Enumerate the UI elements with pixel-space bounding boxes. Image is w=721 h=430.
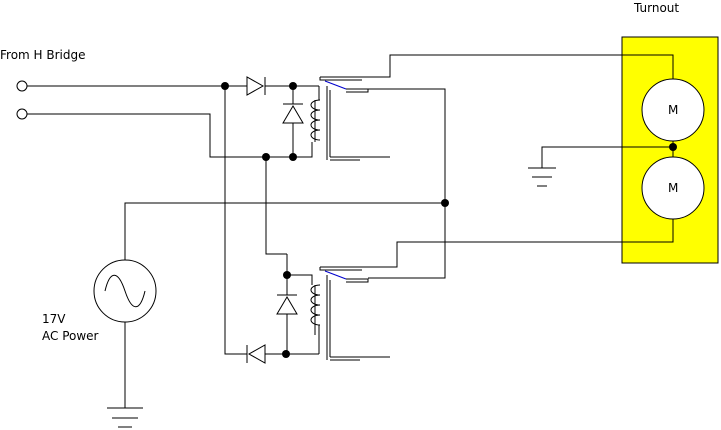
input-terminal-2: [16, 108, 28, 120]
motor-top: M: [641, 78, 705, 142]
relay-1: [246, 76, 390, 161]
motor-bottom: M: [641, 156, 705, 220]
power-label-line2: AC Power: [42, 329, 99, 343]
motor-top-label: M: [668, 103, 678, 117]
ac-power-source: [93, 259, 157, 323]
ground-symbol-power: [107, 407, 143, 428]
input-terminal-1: [16, 80, 28, 92]
input-label: From H Bridge: [0, 48, 86, 62]
turnout-box: [621, 36, 719, 264]
relay-2: [246, 254, 390, 364]
motor-bottom-label: M: [668, 181, 678, 195]
power-label-line1: 17V: [42, 312, 66, 326]
ground-symbol-turnout: [528, 167, 556, 187]
turnout-label: Turnout: [633, 1, 679, 15]
